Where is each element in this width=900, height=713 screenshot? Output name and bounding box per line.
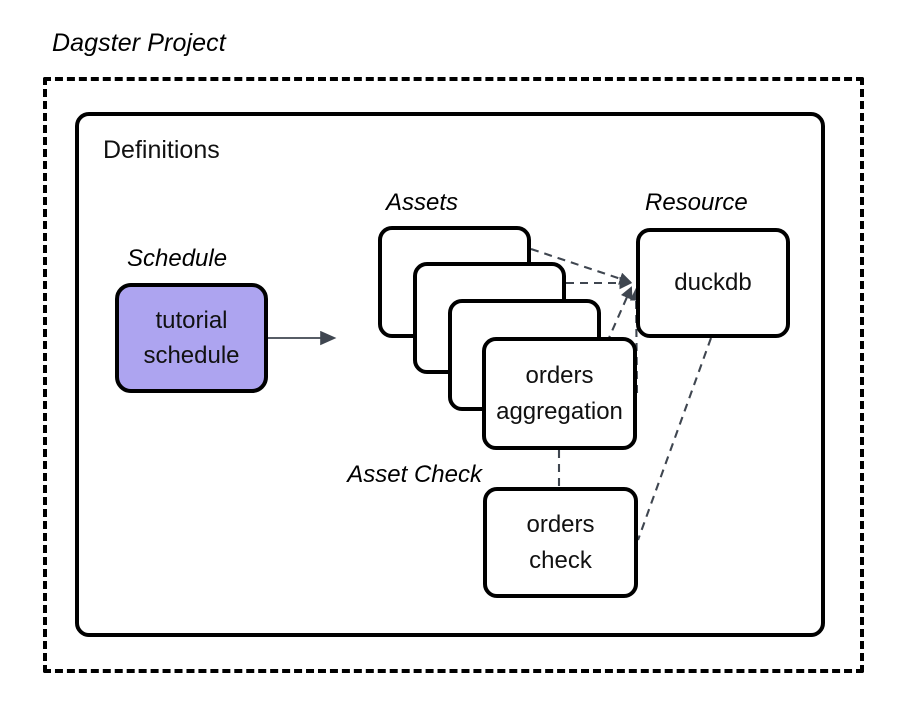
definitions-label: Definitions — [103, 136, 220, 164]
group-label-asset-check-line1: Asset — [347, 461, 408, 488]
node-orders-check-line2: check — [529, 546, 592, 574]
node-orders-check[interactable]: orders check — [483, 487, 638, 598]
node-orders-aggregation-line2: aggregation — [496, 397, 623, 425]
node-orders-aggregation[interactable]: orders aggregation — [482, 337, 637, 450]
node-tutorial-schedule-line1: tutorial — [155, 306, 228, 334]
node-orders-check-line1: orders — [526, 511, 595, 539]
node-duckdb[interactable]: duckdb — [636, 228, 790, 338]
definitions-container — [75, 112, 825, 637]
group-label-schedule: Schedule — [127, 245, 228, 272]
node-tutorial-schedule-line2: schedule — [143, 342, 240, 369]
project-frame — [43, 77, 864, 673]
group-label-assets: Assets — [386, 189, 459, 216]
group-label-asset-check: Asset Check — [330, 458, 482, 492]
group-label-resource: Resource — [645, 189, 748, 216]
node-tutorial-schedule[interactable]: tutorial schedule — [115, 283, 268, 393]
project-title: Dagster Project — [52, 29, 226, 57]
group-label-asset-check-line2: Check — [413, 461, 482, 488]
node-duckdb-label: duckdb — [674, 269, 752, 297]
node-orders-aggregation-line1: orders — [525, 362, 594, 390]
